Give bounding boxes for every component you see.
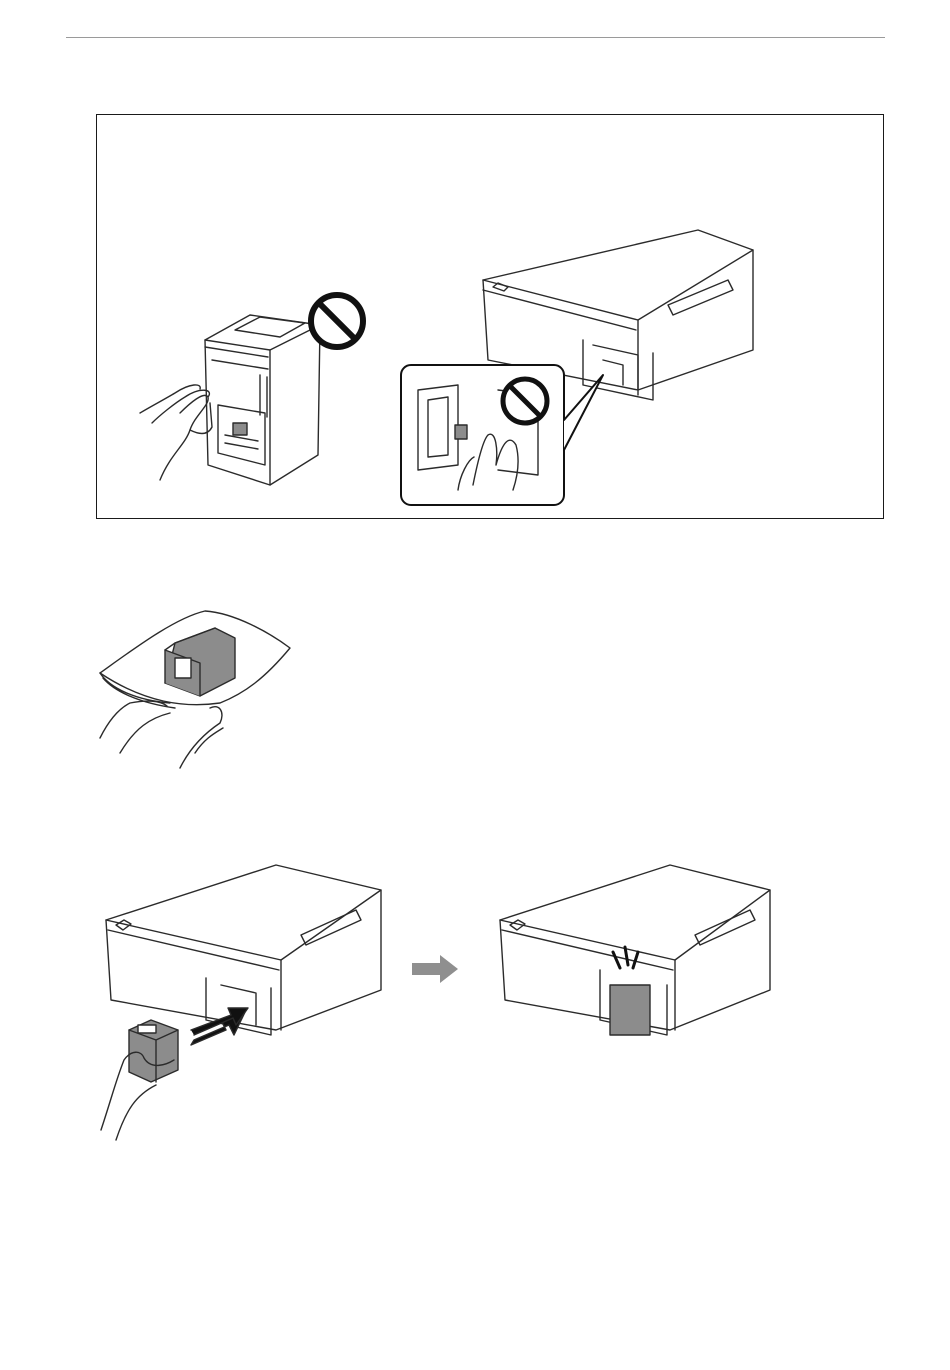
gray-arrow-icon (412, 955, 460, 983)
unpack-maintenance-box-illustration (95, 608, 295, 773)
caution-illustration-rear-view (398, 225, 768, 510)
header-rule (66, 37, 885, 38)
insert-maintenance-box-illustration (96, 860, 386, 1145)
inserted-maintenance-box-illustration (495, 860, 780, 1050)
caution-illustration-side-view (130, 285, 380, 495)
